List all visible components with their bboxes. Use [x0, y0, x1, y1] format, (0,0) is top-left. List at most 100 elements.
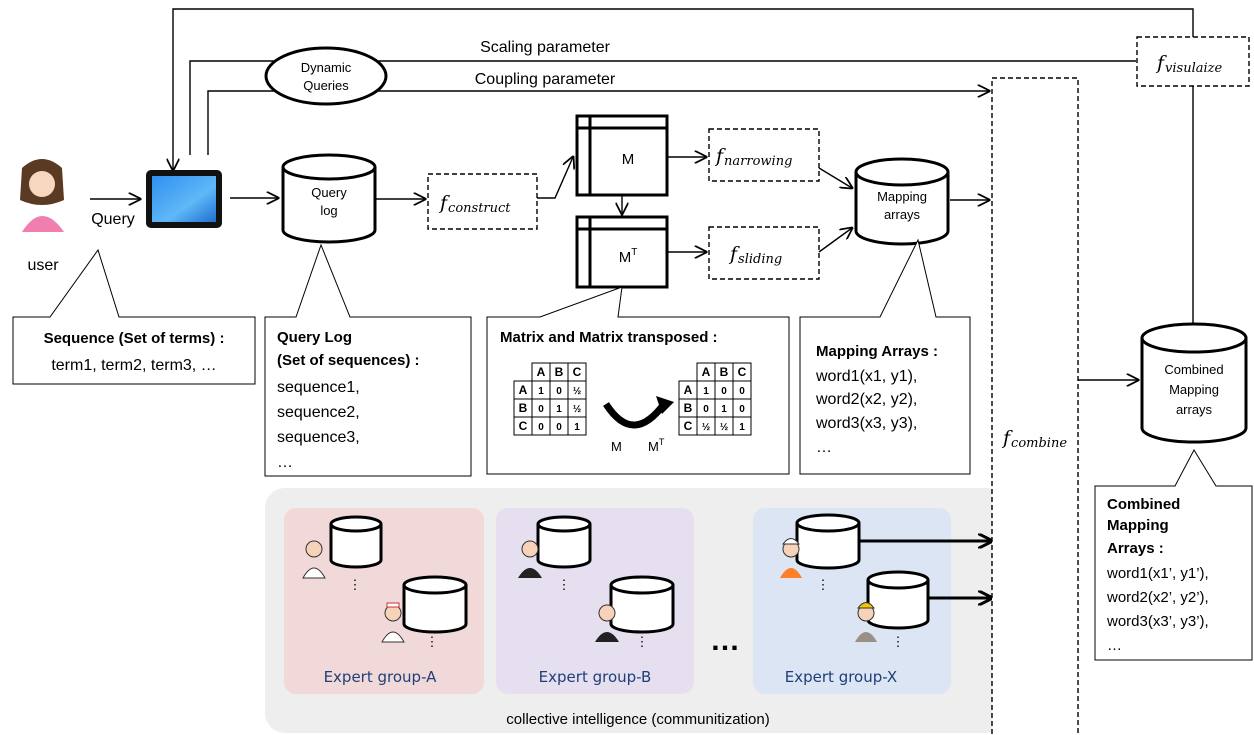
svg-text:log: log [320, 203, 337, 218]
matrix-cell: 0 [556, 422, 562, 433]
svg-text:…: … [1107, 637, 1122, 654]
svg-text:M: M [611, 439, 622, 454]
svg-text:fcombine: fcombine [1001, 427, 1067, 451]
matrix-cell: 0 [703, 404, 709, 415]
matrix-cell: 1 [556, 404, 562, 415]
matrix-cell: A [684, 383, 693, 397]
matrix-cell: 0 [556, 386, 562, 397]
matrix-cell: A [702, 365, 711, 379]
matrix-cell: 0 [721, 386, 727, 397]
svg-text:⋮: ⋮ [636, 634, 649, 649]
svg-text:Query: Query [311, 185, 347, 200]
svg-text:arrays: arrays [884, 207, 921, 222]
matrix-cell: 0 [739, 404, 745, 415]
matrix-cell: C [738, 365, 747, 379]
narrowing-to-mapping-arrow [818, 167, 852, 188]
svg-text:Sequence (Set of terms) :: Sequence (Set of terms) : [44, 330, 225, 347]
matrix-cell: 0 [739, 386, 745, 397]
svg-text:Combined: Combined [1107, 496, 1180, 513]
svg-text:MT: MT [619, 247, 638, 266]
svg-text:⋮: ⋮ [349, 577, 362, 592]
svg-text:Mapping Arrays :: Mapping Arrays : [816, 343, 938, 360]
vertical-ellipses: ⋮ ⋮ ⋮ ⋮ ⋮ ⋮ [349, 577, 905, 649]
matrix-cell: 1 [538, 386, 544, 397]
collective-label: collective intelligence (communitization… [506, 711, 769, 728]
svg-text:(Set of sequences) :: (Set of sequences) : [277, 352, 420, 369]
matrix-cell: A [519, 383, 528, 397]
svg-text:sequence2,: sequence2, [277, 404, 360, 421]
matrix-cell: ½ [573, 404, 581, 415]
query-log-db: Query log [281, 153, 377, 244]
f-visualize-box: fvisulaize [1136, 36, 1250, 87]
svg-text:Arrays :: Arrays : [1107, 540, 1164, 557]
svg-text:M: M [622, 151, 635, 168]
svg-text:term1, term2, term3, …: term1, term2, term3, … [51, 357, 216, 374]
svg-text:fvisulaize: fvisulaize [1155, 52, 1223, 76]
svg-text:word1(x1, y1),: word1(x1, y1), [815, 368, 917, 385]
svg-text:MT: MT [648, 437, 665, 454]
expert-group-x-label: Expert group-X [785, 668, 897, 686]
svg-text:…: … [816, 439, 832, 456]
db-icon [536, 524, 592, 569]
svg-text:arrays: arrays [1176, 402, 1213, 417]
matrix-cell: B [720, 365, 729, 379]
mapping-callout: Mapping Arrays : word1(x1, y1), word2(x2… [799, 238, 971, 475]
svg-text:Mapping: Mapping [877, 189, 927, 204]
matrix-cell: 1 [574, 422, 580, 433]
matrix-m-node: M [575, 114, 669, 197]
f-sliding-box: fsliding [708, 226, 820, 280]
dynamic-queries-node: Dynamic Queries [264, 46, 388, 106]
expert-person-icons [302, 538, 877, 643]
svg-text:…: … [277, 454, 293, 471]
svg-text:sequence1,: sequence1, [277, 379, 360, 396]
db-icon [329, 524, 383, 569]
matrix-cell: 0 [538, 422, 544, 433]
db-icon [866, 580, 930, 630]
user-label: user [27, 257, 59, 274]
svg-text:Matrix and Matrix transposed :: Matrix and Matrix transposed : [500, 329, 718, 346]
matrix-cell: B [684, 401, 693, 415]
svg-text:⋮: ⋮ [892, 634, 905, 649]
matrix-cell: 0 [538, 404, 544, 415]
matrix-cell: 1 [739, 422, 745, 433]
matrix-cell: C [684, 419, 693, 433]
matrix-cell: ½ [720, 422, 728, 433]
expert-group-a-label: Expert group-A [324, 668, 438, 686]
svg-text:fsliding: fsliding [728, 243, 782, 267]
expert-databases [329, 513, 930, 634]
svg-text:Queries: Queries [303, 78, 349, 93]
svg-text:⋮: ⋮ [817, 577, 830, 592]
matrix-cell: 1 [703, 386, 709, 397]
matrix-mt-node: MT [575, 215, 669, 289]
query-log-callout: Query Log (Set of sequences) : sequence1… [264, 243, 472, 477]
svg-text:fnarrowing: fnarrowing [714, 145, 792, 169]
user-icon [20, 159, 64, 232]
businessman-icon [518, 540, 542, 578]
f-construct-box: fconstruct [427, 173, 538, 230]
db-icon [795, 523, 861, 570]
worker-icon [780, 538, 802, 578]
sliding-to-mapping-arrow [818, 228, 852, 253]
db-icon [402, 585, 468, 634]
svg-text:Query Log: Query Log [277, 329, 352, 346]
worker-icon [855, 602, 877, 642]
svg-text:Mapping: Mapping [1107, 517, 1169, 534]
combined-mapping-db: Combined Mapping arrays [1140, 322, 1248, 444]
svg-text:word2(x2’, y2’),: word2(x2’, y2’), [1106, 589, 1209, 606]
combined-callout: Combined Mapping Arrays : word1(x1’, y1’… [1094, 448, 1253, 661]
sequence-callout: Sequence (Set of terms) : term1, term2, … [12, 248, 256, 385]
businessman-icon [595, 604, 619, 642]
matrix-cell: C [573, 365, 582, 379]
svg-text:word3(x3, y3),: word3(x3, y3), [815, 415, 917, 432]
matrix-cell: A [537, 365, 546, 379]
matrix-cell: ½ [573, 386, 581, 397]
svg-text:Mapping: Mapping [1169, 382, 1219, 397]
expert-group-b-label: Expert group-B [539, 668, 652, 686]
matrix-cell: B [555, 365, 564, 379]
svg-text:word1(x1’, y1’),: word1(x1’, y1’), [1106, 565, 1209, 582]
scaling-parameter-label: Scaling parameter [480, 39, 611, 56]
svg-text:sequence3,: sequence3, [277, 429, 360, 446]
svg-text:Dynamic: Dynamic [301, 60, 352, 75]
